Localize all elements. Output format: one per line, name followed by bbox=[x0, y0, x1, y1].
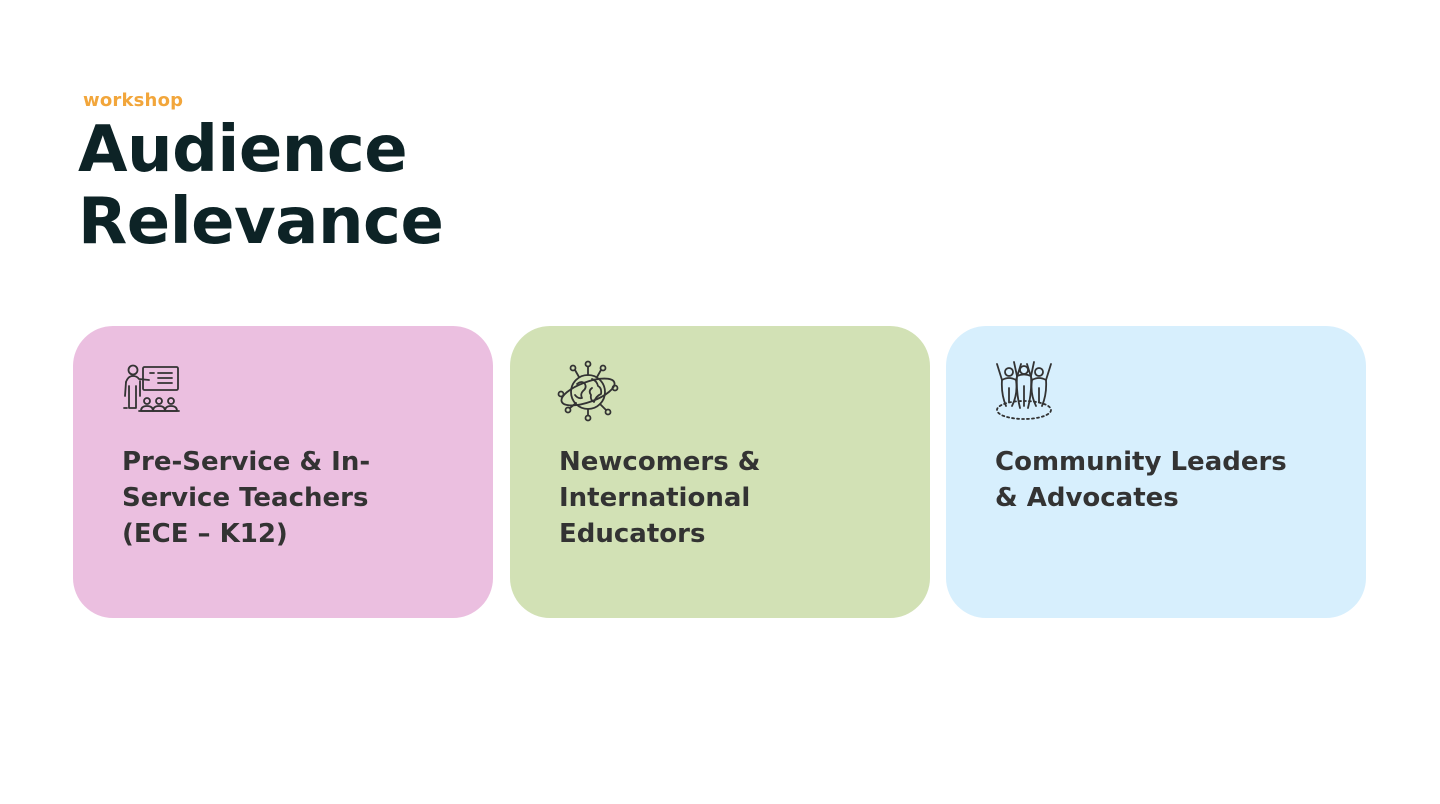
audience-card-community: Community Leaders & Advocates bbox=[946, 326, 1366, 618]
audience-card-newcomers: Newcomers & International Educators bbox=[510, 326, 930, 618]
audience-card-label: Community Leaders & Advocates bbox=[995, 447, 1287, 513]
page-title-line-1: Audience bbox=[78, 113, 408, 187]
page-title: Audience Relevance bbox=[78, 113, 444, 259]
audience-cards: Pre-Service & In-Service Teachers (ECE –… bbox=[73, 326, 1366, 618]
audience-card-teachers: Pre-Service & In-Service Teachers (ECE –… bbox=[73, 326, 493, 618]
page-title-line-2: Relevance bbox=[78, 185, 444, 259]
community-hands-up-icon bbox=[992, 358, 1056, 422]
audience-card-label: Newcomers & International Educators bbox=[559, 447, 761, 549]
section-eyebrow: workshop bbox=[83, 90, 184, 111]
audience-card-label: Pre-Service & In-Service Teachers (ECE –… bbox=[122, 447, 371, 549]
teacher-presentation-icon bbox=[119, 358, 183, 422]
global-network-icon bbox=[556, 358, 620, 422]
